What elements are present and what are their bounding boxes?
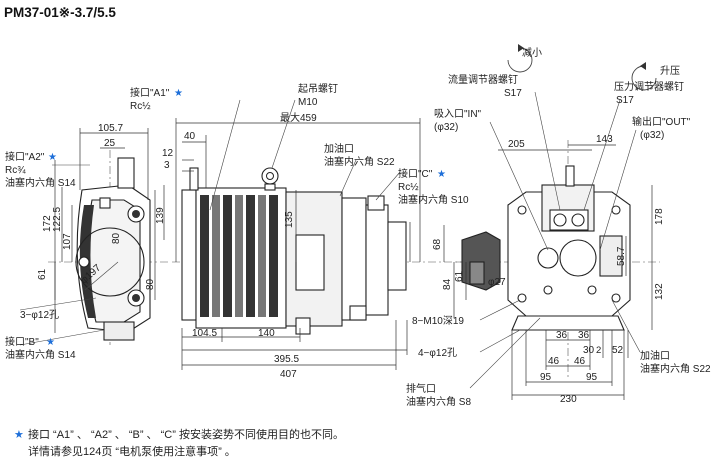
holes-3-phi12: 3−φ12孔 [20,309,59,321]
mount-screw: 8−M10深19 [412,315,464,327]
port-b-plug: 油塞内六角 S14 [5,348,76,361]
vent-plug: 油塞内六角 S8 [406,395,471,408]
oil-filler-right-plug: 油塞内六角 S22 [640,362,711,375]
mount-holes: 4−φ12孔 [418,347,457,359]
dim-84: 84 [442,278,453,290]
dim-25: 25 [104,138,116,149]
dim-122-5: 122.5 [52,207,63,232]
dim-36-right: 36 [578,330,590,341]
dim-95-left: 95 [540,372,552,383]
dim-61: 61 [37,268,48,280]
dim-104-5: 104.5 [192,328,217,339]
dim-52: 52 [612,345,624,356]
dim-172: 172 [42,215,53,232]
inlet-size: (φ32) [434,122,458,133]
port-a2-thread: Rc¾ [5,165,26,176]
max-length: 最大459 [280,111,317,124]
dim-407: 407 [280,369,297,380]
oil-filler-plug: 油塞内六角 S22 [324,155,395,168]
port-a1-thread: Rc½ [130,101,151,112]
dim-2: 2 [596,345,601,356]
flow-adjust-screw: 流量调节器螺钉 [448,73,518,86]
dim-30: 30 [583,345,595,356]
lifting-bolt-size: M10 [298,97,318,108]
pressure-screw-size: S17 [616,95,634,106]
outlet-size: (φ32) [640,130,664,141]
dim-46-left: 46 [548,356,560,367]
dim-68: 68 [432,238,443,250]
oil-filler-label: 加油口 [324,142,354,155]
dim-140: 140 [258,328,275,339]
dim-143: 143 [596,134,613,145]
dim-61-right: 61 [454,270,465,282]
dim-105-7: 105.7 [98,123,123,134]
dim-3: 3 [164,160,170,171]
port-a2-plug: 油塞内六角 S14 [5,176,76,189]
vent-label: 排气口 [406,382,436,395]
note-line-1: 接口 “A1” 、 “A2” 、 “B” 、 “C” 按安装姿势不同使用目的也不… [28,427,344,441]
star-icon: ★ [46,337,55,348]
port-b-label: 接口"B" [5,335,39,348]
decrease-label: 减小 [522,47,542,59]
drawing-title: PM37-01※-3.7/5.5 [4,5,116,20]
pump-front-view [443,44,660,400]
port-a2-label: 接口"A2" [5,150,45,163]
diameter-27: φ27 [488,277,506,288]
dim-205: 205 [508,139,525,150]
dim-80-top: 80 [111,232,122,244]
dim-107: 107 [62,233,73,250]
inlet-label: 吸入口"IN" [434,109,482,120]
port-c-label: 接口"C" [398,167,433,180]
star-icon: ★ [174,88,183,99]
dim-132: 132 [654,283,665,300]
port-a1-label: 接口"A1" [130,86,170,99]
left-end-view [19,128,170,346]
dim-95-right: 95 [586,372,598,383]
side-view [172,99,470,370]
lifting-bolt-label: 起吊螺钉 [298,83,338,95]
dim-139: 139 [155,207,166,224]
port-c-thread: Rc½ [398,182,419,193]
star-icon: ★ [437,169,446,180]
dim-135: 135 [284,211,295,228]
dim-46-right: 46 [574,356,586,367]
note-line-2: 详情请参见124页 “电机泵使用注意事项” 。 [28,444,236,458]
dim-12: 12 [162,148,174,159]
star-icon: ★ [48,152,57,163]
outlet-label: 输出口"OUT" [632,115,691,128]
dim-80-bottom: 80 [145,278,156,290]
port-c-plug: 油塞内六角 S10 [398,193,469,206]
dim-58-7: 58.7 [616,246,627,266]
dim-178: 178 [654,208,665,225]
dim-40: 40 [184,131,196,142]
star-icon: ★ [14,429,24,441]
increase-label: 升压 [660,65,680,77]
flow-screw-size: S17 [504,88,522,99]
pressure-adjust-screw: 压力调节器螺钉 [614,80,684,93]
dim-36-left: 36 [556,330,568,341]
dim-230: 230 [560,394,577,405]
dim-395-5: 395.5 [274,354,299,365]
oil-filler-right-label: 加油口 [640,349,670,362]
